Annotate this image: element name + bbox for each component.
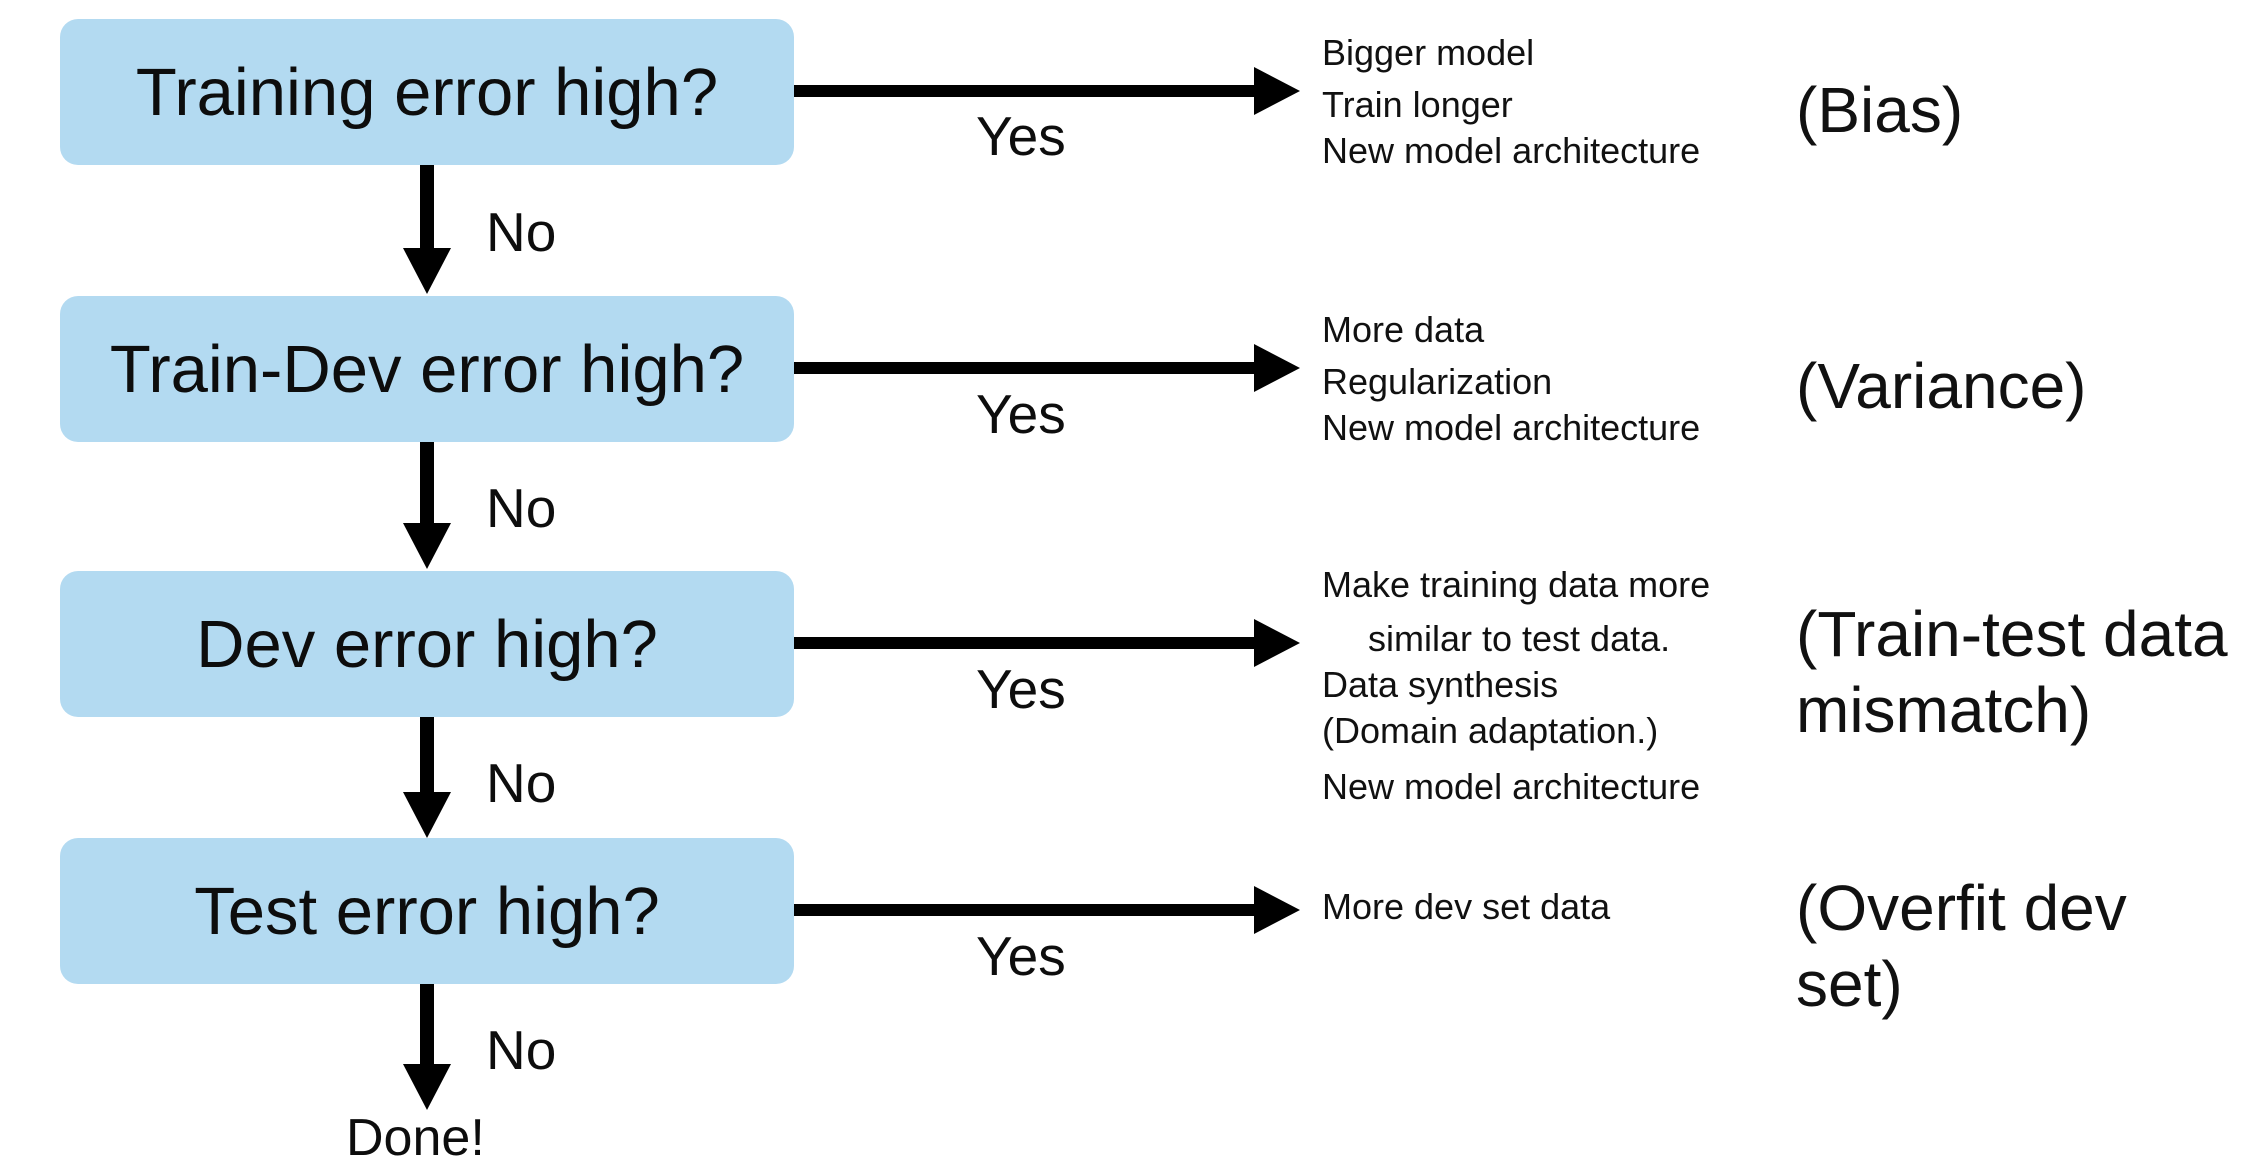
remedy-item: similar to test data.	[1368, 618, 1671, 659]
remedy-item: New model architecture	[1322, 407, 1701, 448]
done-label: Done!	[346, 1109, 485, 1167]
remedy-item: New model architecture	[1322, 766, 1701, 807]
remedy-item: Data synthesis	[1322, 664, 1559, 705]
remedy-item: New model architecture	[1322, 130, 1701, 171]
no-label-dev: No	[486, 752, 557, 814]
yes-arrow-4-shaft	[794, 904, 1256, 916]
yes-label-dev: Yes	[976, 658, 1066, 720]
yes-label-test: Yes	[976, 925, 1066, 987]
no-arrow-4-shaft	[420, 984, 434, 1066]
remedy-list-variance: More data Regularization New model archi…	[1322, 307, 1700, 451]
question-box-train-dev-error: Train-Dev error high?	[60, 296, 794, 442]
diagnosis-variance: (Variance)	[1796, 350, 2087, 422]
yes-arrow-1-head	[1254, 67, 1300, 115]
yes-arrow-2-shaft	[794, 362, 1256, 374]
no-arrow-3-head	[403, 792, 451, 838]
yes-arrow-2-head	[1254, 344, 1300, 392]
yes-arrow-3-shaft	[794, 637, 1256, 649]
diagnosis-overfit-dev: (Overfit dev set)	[1796, 872, 2127, 1020]
remedy-item: More dev set data	[1322, 886, 1611, 927]
remedy-item: Bigger model	[1322, 32, 1535, 73]
remedy-item: (Domain adaptation.)	[1322, 710, 1659, 751]
no-arrow-2-shaft	[420, 441, 434, 525]
question-box-dev-error: Dev error high?	[60, 571, 794, 717]
yes-label-training: Yes	[976, 105, 1066, 167]
remedy-item: Regularization	[1322, 361, 1553, 402]
no-arrow-2-head	[403, 523, 451, 569]
yes-arrow-3-head	[1254, 619, 1300, 667]
yes-arrow-1-shaft	[794, 85, 1256, 97]
no-label-training: No	[486, 201, 557, 263]
no-label-train-dev: No	[486, 477, 557, 539]
yes-arrow-4-head	[1254, 886, 1300, 934]
remedy-list-mismatch: Make training data more similar to test …	[1322, 562, 1710, 810]
question-box-test-error: Test error high?	[60, 838, 794, 984]
remedy-list-overfit: More dev set data	[1322, 884, 1610, 930]
remedy-list-bias: Bigger model Train longer New model arch…	[1322, 30, 1700, 174]
yes-label-train-dev: Yes	[976, 383, 1066, 445]
remedy-item: Train longer	[1322, 84, 1513, 125]
no-arrow-1-head	[403, 248, 451, 294]
diagnosis-train-test-mismatch: (Train-test data mismatch)	[1796, 598, 2228, 746]
remedy-item: More data	[1322, 309, 1485, 350]
no-arrow-4-head	[403, 1064, 451, 1110]
no-label-test: No	[486, 1019, 557, 1081]
remedy-item: Make training data more	[1322, 564, 1711, 605]
no-arrow-3-shaft	[420, 716, 434, 794]
diagnosis-bias: (Bias)	[1796, 74, 1964, 146]
question-box-training-error: Training error high?	[60, 19, 794, 165]
no-arrow-1-shaft	[420, 164, 434, 250]
